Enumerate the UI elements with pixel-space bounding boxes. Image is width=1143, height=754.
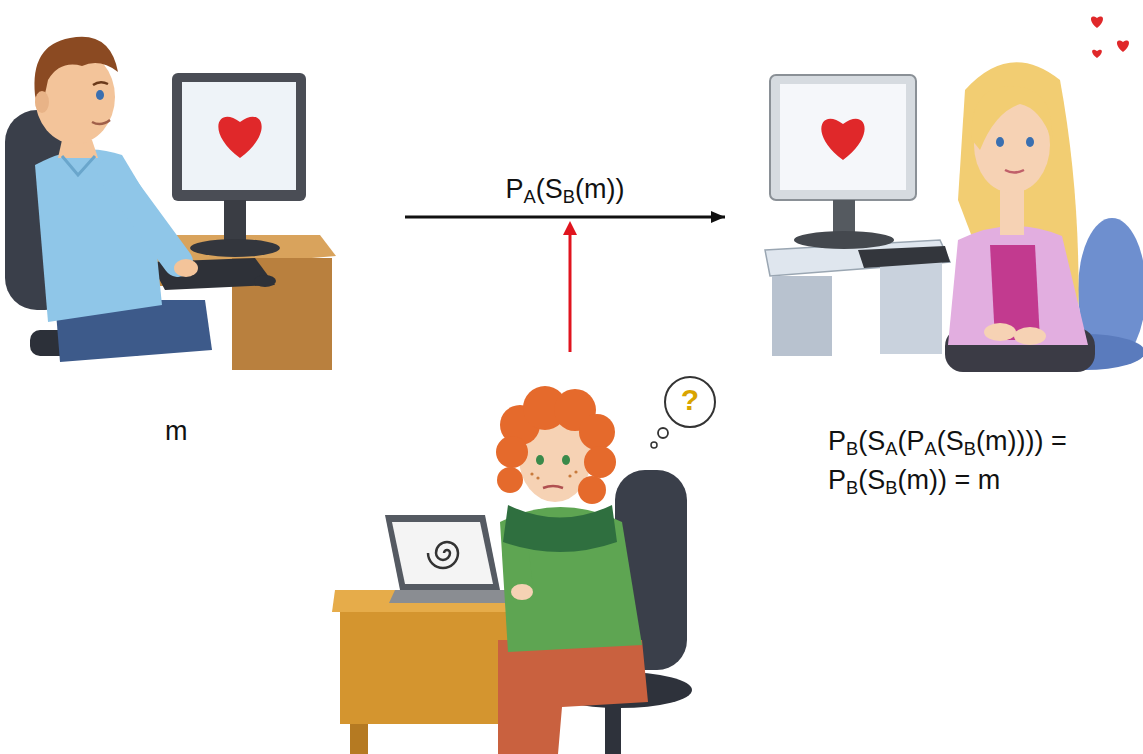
- node-text: ?: [680, 385, 700, 415]
- figure-node: ?: [330, 360, 730, 754]
- edge-label: PA(SB(m)): [502, 172, 629, 207]
- subscript: A: [925, 438, 937, 459]
- subscript: B: [885, 477, 897, 498]
- message-arrow: [405, 216, 725, 219]
- subscript: B: [563, 185, 575, 206]
- figure-node: m: [0, 20, 405, 450]
- eve-figure: [332, 377, 715, 754]
- figure-node: PB(SA(PA(SB(m)))) = PB(SB(m)) = m: [725, 10, 1143, 530]
- alice-figure: [765, 16, 1143, 372]
- subscript: B: [964, 438, 976, 459]
- subscript: B: [846, 438, 858, 459]
- subscript: B: [846, 477, 858, 498]
- node-text: PB(SA(PA(SB(m)))) = PB(SB(m)) = m: [828, 422, 1133, 500]
- node-text: m: [165, 412, 188, 451]
- subscript: A: [885, 438, 897, 459]
- eavesdrop-arrow: [563, 221, 577, 352]
- subscript: A: [524, 185, 536, 206]
- bob-figure: [5, 37, 336, 370]
